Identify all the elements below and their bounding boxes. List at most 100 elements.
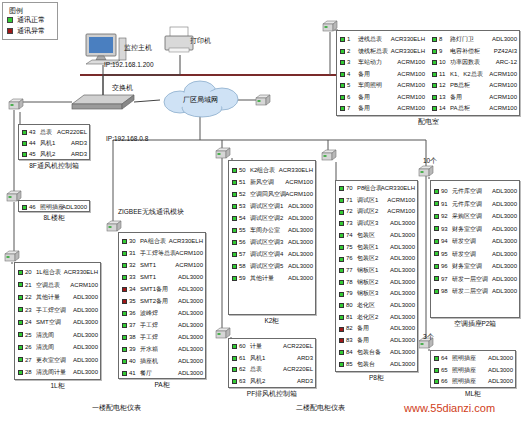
meter-row: 14PA总柜ACRM100 <box>429 103 519 115</box>
lan-cloud <box>164 81 238 117</box>
meter-model: ADL3000 <box>390 312 415 324</box>
meter-row: 84包装台备ADL3000 <box>336 347 417 359</box>
meter-model: ACRM100 <box>489 80 517 92</box>
status-square <box>432 37 437 42</box>
meter-name: 风机1 <box>40 138 55 149</box>
gateway-icon <box>5 251 19 261</box>
meter-panel: PA柜30PA组合表ACR330ELH31手工焊等总表ACRM10032SMT1… <box>118 232 206 379</box>
meter-model: ADL3000 <box>178 331 203 343</box>
meter-address: 56 <box>239 236 246 248</box>
printer-tray <box>169 48 189 52</box>
meter-row: 78钢板区2ADL3000 <box>336 277 417 289</box>
status-square <box>122 311 127 316</box>
panel-title: PA柜 <box>109 381 215 390</box>
meter-model: ADL3000 <box>288 272 313 284</box>
meter-address: 23 <box>25 304 32 317</box>
status-square <box>340 37 345 42</box>
status-square <box>18 307 23 312</box>
printer-node: 打印机 <box>163 25 197 55</box>
status-square <box>18 332 23 337</box>
meter-model: ACRM100 <box>397 103 425 115</box>
meter-name: 总表 <box>250 364 262 376</box>
meter-row: 36波峰焊ADL3000 <box>119 307 205 319</box>
meter-model: ADL3000 <box>390 253 415 265</box>
meter-model: ACR330ELH <box>279 164 313 176</box>
status-square <box>339 338 344 343</box>
status-square <box>18 282 23 287</box>
meter-name: 调试区2 <box>357 206 378 218</box>
meter-address: 59 <box>239 272 246 284</box>
meter-model: ACR330ELH <box>391 46 425 58</box>
meter-row: 28清洗间计量ADL3000 <box>15 366 100 379</box>
status-square <box>122 299 127 304</box>
device-label: 监控主机 <box>124 44 152 53</box>
meter-row: 65照明插座ADL3000 <box>431 365 515 377</box>
meter-name: SMT空调 <box>36 316 61 329</box>
meter-name: 手工焊 <box>140 331 158 343</box>
meter-row: 7备用ACRM100 <box>337 103 427 115</box>
meter-address: 8 <box>439 34 442 46</box>
meter-model: ADL3000 <box>492 198 517 211</box>
gateway-icon <box>256 95 270 105</box>
group-caption: 二楼配电柜仪表 <box>296 404 345 413</box>
meter-row: 71调试区1ACRM100 <box>336 195 417 207</box>
meter-name: 元件库空调 <box>452 198 482 211</box>
meter-address: 62 <box>239 364 246 376</box>
meter-address: 22 <box>25 291 32 304</box>
status-square <box>232 216 237 221</box>
meter-name: 备用 <box>358 103 370 115</box>
meter-row: 94研发空调ADL3000 <box>431 235 519 248</box>
meter-address: 11 <box>439 69 445 81</box>
status-square <box>232 168 237 173</box>
meter-model: ADL3000 <box>488 376 513 388</box>
meter-address: 28 <box>25 366 32 379</box>
meter-row: 58调试区空调5ADL3000 <box>229 260 315 272</box>
meter-row: 8路灯门卫ADL3000 <box>429 34 519 46</box>
meter-name: 钢板区3 <box>357 288 378 300</box>
meter-model: ADL3000 <box>492 260 517 273</box>
meter-address: 98 <box>441 285 448 298</box>
count-note: 3个 <box>423 333 434 342</box>
meter-row: 4备用ACRM100 <box>337 69 427 81</box>
meter-address: 21 <box>25 279 32 292</box>
status-square <box>432 95 437 100</box>
status-square <box>22 205 27 210</box>
meter-model: ACR330ELH <box>169 235 203 247</box>
meter-row: 81老化区2ADL3000 <box>336 312 417 324</box>
meter-model: ACRM100 <box>397 69 425 81</box>
meter-model: ADL3000 <box>492 223 517 236</box>
meter-address: 66 <box>441 376 448 388</box>
meter-row: 24SMT空调ADL3000 <box>15 316 100 329</box>
meter-row: 60计量ACR220EL <box>229 341 315 353</box>
legend-swatch <box>7 28 13 34</box>
status-square <box>18 295 23 300</box>
status-square <box>18 320 23 325</box>
status-square <box>232 276 237 281</box>
meter-model: ADL3000 <box>178 367 203 379</box>
meter-name: 新风空调 <box>250 176 274 188</box>
meter-model: ADL3000 <box>288 200 313 212</box>
status-square <box>434 214 439 219</box>
meter-address: 34 <box>129 283 136 295</box>
meter-row: 57调试区空调4ADL3000 <box>229 248 315 260</box>
meter-row: 91元件库空调ADL3000 <box>431 198 519 211</box>
meter-address: 37 <box>129 319 136 331</box>
status-square <box>339 257 344 262</box>
meter-panel: 1L柜201L组合表ACR330ELH21空调总表ACRM10022其他计量AD… <box>14 262 101 380</box>
meter-model: ARD3 <box>71 149 87 160</box>
meter-row: 92采购区空调ADL3000 <box>431 210 519 223</box>
meter-name: 财务室空调 <box>452 260 482 273</box>
meter-row: 77钢板区1ADL3000 <box>336 265 417 277</box>
meter-model: ADL3000 <box>73 304 98 317</box>
meter-name: 手工焊等总表 <box>140 247 176 259</box>
status-square <box>434 289 439 294</box>
status-square <box>122 371 127 376</box>
meter-row: 55车间办公室ADL3000 <box>229 224 315 236</box>
meter-row: 1进线总表ACR330ELH <box>337 34 427 46</box>
meter-row: 50K2组合表ACR330ELH <box>229 164 315 176</box>
meter-address: 53 <box>239 200 246 212</box>
meter-name: 备用 <box>357 323 369 335</box>
meter-model: ADL3000 <box>492 235 517 248</box>
meter-row: 51新风空调ACRM100 <box>229 176 315 188</box>
status-square <box>18 345 23 350</box>
